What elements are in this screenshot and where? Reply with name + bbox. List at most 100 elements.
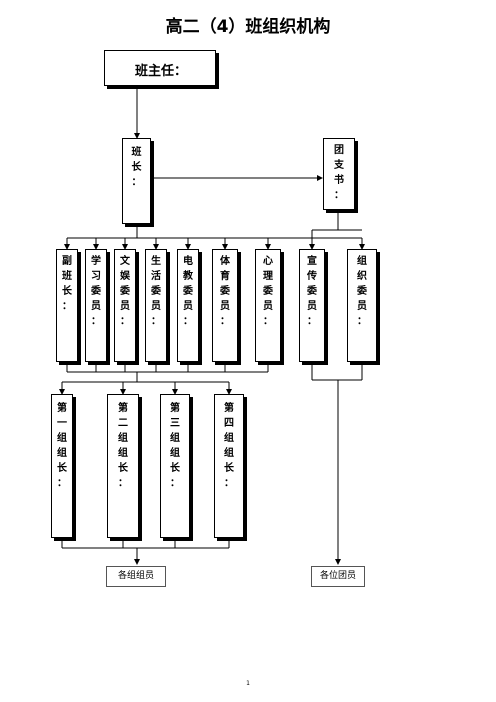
group-leader-4-label: 第四组组长： [215,401,243,491]
vertical-char: 书 [334,175,344,186]
vertical-char: 委 [263,286,273,297]
vertical-char: 委 [91,286,101,297]
vertical-char: 长 [57,463,67,474]
monitor-label: 班长： [123,145,150,190]
vertical-char: ： [118,478,128,489]
vertical-char: 第 [57,403,67,414]
monitor-box: 班长： [122,138,151,224]
vertical-char: 委 [151,286,161,297]
vertical-char: 体 [220,256,230,267]
vertical-char: 织 [357,271,367,282]
vertical-char: 副 [62,256,72,267]
committee-psy-label: 心理委员 ： [256,254,280,329]
vertical-char: 教 [183,271,193,282]
vertical-char: 组 [224,433,234,444]
vertical-char: 二 [118,418,128,429]
vertical-char: 团 [334,145,344,156]
group-leader-4: 第四组组长： [214,394,244,538]
vertical-char: ： [334,190,344,201]
vertical-char: 一 [57,418,67,429]
league-publicity: 宣传委员： [299,249,325,362]
page-title: 高二（4）班组织机构 [165,17,331,37]
group-leader-3: 第三组组长： [160,394,190,538]
vertical-char: 电 [183,256,193,267]
vertical-char: 班 [62,271,72,282]
vertical-char: 组 [357,256,367,267]
head-teacher-label: 班主任： [135,64,188,79]
vertical-char: 传 [307,271,317,282]
committee-life: 生活委员： [145,249,167,362]
vertical-char: 活 [151,271,161,282]
vertical-char: 支 [334,160,344,171]
vertical-char: 组 [118,433,128,444]
vertical-char: ： [57,478,67,489]
vertical-char: 组 [57,433,67,444]
vertical-char: 委 [220,286,230,297]
vertical-char: ： [151,316,161,327]
head-teacher-box: 班主任： [104,50,216,86]
vertical-char: 员 [307,301,317,312]
committee-av-label: 电教委员： [178,254,198,329]
vertical-char: 长 [118,463,128,474]
vertical-char: 宣 [307,256,317,267]
committee-pe: 体育委员 ： [212,249,238,362]
vertical-char: ： [91,316,101,327]
vertical-char: 组 [170,433,180,444]
vertical-char: 员 [151,301,161,312]
committee-art-label: 文娱委员 ： [115,254,135,329]
vertical-char: 员 [220,301,230,312]
committee-vice-label: 副班长 ： [57,254,77,314]
vertical-char: 理 [263,271,273,282]
group-members-box: 各组组员 [106,566,166,587]
page-number: 1 [246,680,250,687]
vertical-char: 第 [224,403,234,414]
vertical-char: ： [224,478,234,489]
group-leader-1: 第一组组长： [51,394,73,538]
vertical-char: 组 [118,448,128,459]
vertical-char: ： [183,316,193,327]
committee-psy: 心理委员 ： [255,249,281,362]
vertical-char: 长 [224,463,234,474]
vertical-char: 员 [357,301,367,312]
committee-av: 电教委员： [177,249,199,362]
committee-pe-label: 体育委员 ： [213,254,237,329]
vertical-char: 育 [220,271,230,282]
committee-life-label: 生活委员： [146,254,166,329]
vertical-char: 三 [170,418,180,429]
league-publicity-label: 宣传委员： [300,254,324,329]
vertical-char: ： [170,478,180,489]
league-secretary-label: 团支书 ： [324,143,354,203]
league-secretary-box: 团支书 ： [323,138,355,210]
vertical-char: 员 [91,301,101,312]
league-organize-label: 组织委员 ： [348,254,376,329]
vertical-char: 文 [120,256,130,267]
vertical-char: 第 [170,403,180,414]
group-leader-3-label: 第三组组长： [161,401,189,491]
vertical-char: 员 [263,301,273,312]
vertical-char: 员 [120,301,130,312]
vertical-char: 习 [91,271,101,282]
group-leader-1-label: 第一组组长： [52,401,72,491]
committee-art: 文娱委员 ： [114,249,136,362]
league-organize: 组织委员 ： [347,249,377,362]
vertical-char: 委 [357,286,367,297]
vertical-char: 心 [263,256,273,267]
vertical-char: ： [62,301,72,312]
vertical-char: ： [120,316,130,327]
vertical-char: 长 [131,162,142,173]
vertical-char: 长 [62,286,72,297]
vertical-char: 委 [183,286,193,297]
vertical-char: ： [220,316,230,327]
vertical-char: ： [263,316,273,327]
vertical-char: ： [357,316,367,327]
committee-study: 学习委员： [85,249,107,362]
vertical-char: 委 [307,286,317,297]
vertical-char: 组 [57,448,67,459]
committee-vice: 副班长 ： [56,249,78,362]
vertical-char: 娱 [120,271,130,282]
vertical-char: 班 [131,147,142,158]
vertical-char: 组 [224,448,234,459]
vertical-char: 委 [120,286,130,297]
vertical-char: 第 [118,403,128,414]
